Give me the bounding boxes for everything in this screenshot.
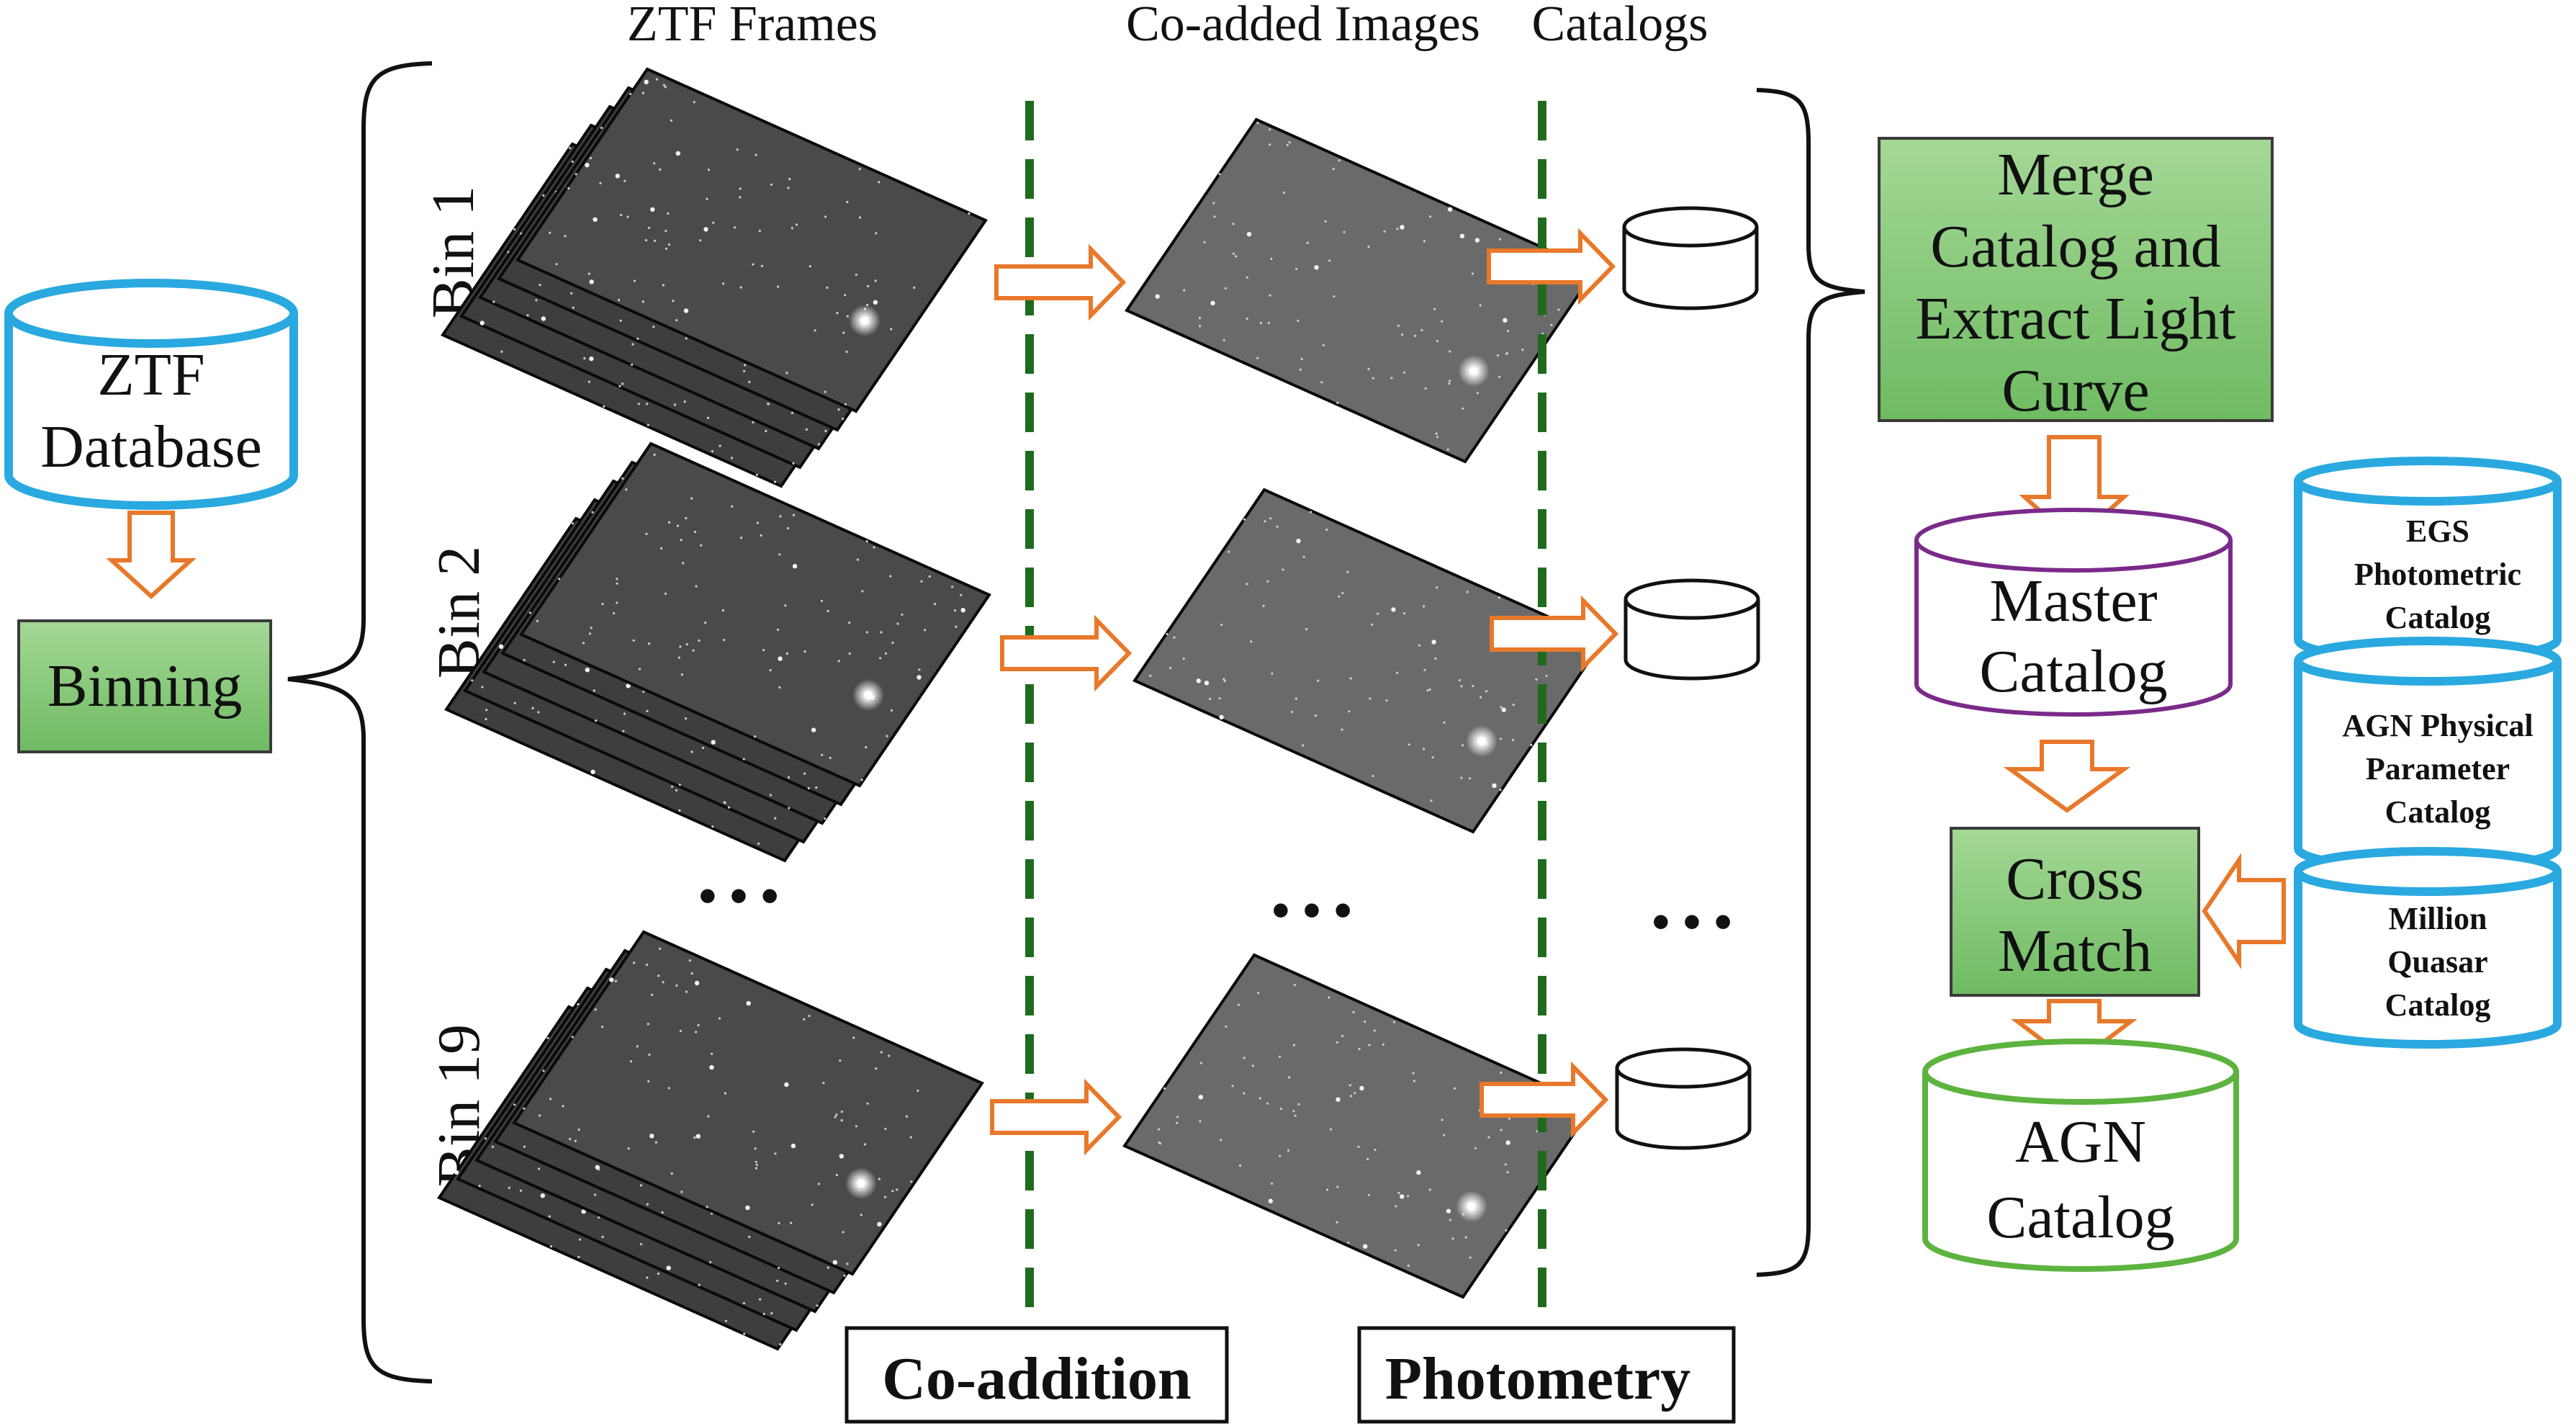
arrow-coadd-to-catalog-bin-2 — [1490, 595, 1619, 673]
heading-catalogs: Catalogs — [1532, 0, 1708, 52]
quasar-line3: Catalog — [2385, 987, 2491, 1023]
arrow-coadd-to-catalog-bin-19 — [1480, 1061, 1609, 1139]
right-brace — [1756, 88, 1865, 1277]
ellipsis-frames: • • • — [698, 867, 779, 925]
agn-phys-line2: Parameter — [2366, 751, 2510, 786]
merge-line1: Merge — [1997, 141, 2154, 208]
coadded-frame-bin-2 — [1132, 488, 1605, 834]
agn-catalog-cylinder: AGN Catalog — [1922, 1039, 2239, 1272]
master-catalog-cylinder: Master Catalog — [1914, 508, 2233, 717]
arrow-frames-to-coadd-bin-1 — [994, 243, 1127, 321]
ztf-frame-bin-2-5 — [519, 441, 991, 788]
coadded-frame-bin-19 — [1122, 953, 1595, 1299]
merge-line3: Extract Light — [1915, 285, 2236, 352]
arrow-database-to-binning — [106, 511, 197, 600]
photometry-label: Photometry — [1385, 1345, 1691, 1412]
agn-line1: AGN — [2015, 1108, 2146, 1175]
arrow-external-to-cross — [2202, 853, 2286, 969]
master-line2: Catalog — [1979, 638, 2167, 705]
ztf-frame-stack-bin-2 — [444, 441, 991, 863]
photometry-box — [1357, 1326, 1736, 1424]
agn-phys-line1: AGN Physical — [2342, 708, 2533, 743]
coadded-frame-bin-1 — [1125, 117, 1597, 464]
cross-match-box — [1950, 827, 2200, 997]
ztf-frame-stack-bin-19 — [437, 930, 984, 1351]
merge-extract-box — [1878, 137, 2274, 422]
coaddition-label: Co-addition — [882, 1345, 1191, 1412]
arrow-frames-to-coadd-bin-19 — [990, 1078, 1122, 1156]
egs-photometric-catalog-cylinder: EGS Photometric Catalog — [2294, 457, 2562, 664]
catalog-cylinder-bin-19 — [1615, 1047, 1752, 1150]
merge-line2: Catalog and — [1930, 213, 2221, 280]
ztf-database-line1: ZTF — [97, 341, 204, 408]
ztf-database-line2: Database — [40, 413, 262, 480]
egs-line3: Catalog — [2385, 600, 2491, 635]
cross-line2: Match — [1998, 918, 2153, 985]
arrow-frames-to-coadd-bin-2 — [1000, 614, 1132, 692]
quasar-line2: Quasar — [2387, 944, 2487, 979]
catalog-cylinder-bin-2 — [1623, 578, 1760, 681]
arrow-master-to-cross — [2003, 740, 2131, 813]
coadded-image-bin-2 — [1132, 488, 1605, 834]
ztf-frame-bin-19-5 — [512, 930, 984, 1276]
agn-phys-line3: Catalog — [2385, 794, 2491, 830]
left-brace — [287, 61, 433, 1384]
ztf-database-cylinder: ZTF Database — [4, 279, 298, 510]
ztf-frame-stack-bin-1 — [441, 67, 988, 488]
merge-line4: Curve — [2001, 357, 2149, 424]
egs-line1: EGS — [2406, 514, 2469, 549]
heading-coadded-images: Co-added Images — [1126, 0, 1480, 52]
cross-line1: Cross — [2006, 846, 2143, 912]
ellipsis-coadded: • • • — [1271, 882, 1352, 939]
binning-label: Binning — [48, 653, 243, 719]
arrow-coadd-to-catalog-bin-1 — [1487, 228, 1616, 305]
master-line1: Master — [1989, 568, 2157, 634]
binning-box — [17, 619, 272, 753]
agn-physical-parameter-catalog-cylinder: AGN Physical Parameter Catalog — [2294, 637, 2562, 873]
ztf-frame-bin-1-5 — [515, 67, 988, 413]
catalog-cylinder-bin-1 — [1622, 206, 1759, 310]
quasar-line1: Million — [2389, 901, 2487, 936]
coadded-image-bin-1 — [1125, 117, 1597, 464]
coaddition-box — [845, 1326, 1229, 1424]
heading-ztf-frames: ZTF Frames — [627, 0, 878, 52]
coadded-image-bin-19 — [1122, 953, 1595, 1299]
ellipsis-catalogs: • • • — [1652, 893, 1732, 951]
million-quasar-catalog-cylinder: Million Quasar Catalog — [2294, 847, 2562, 1049]
egs-line2: Photometric — [2354, 557, 2521, 592]
agn-line2: Catalog — [1986, 1184, 2174, 1251]
